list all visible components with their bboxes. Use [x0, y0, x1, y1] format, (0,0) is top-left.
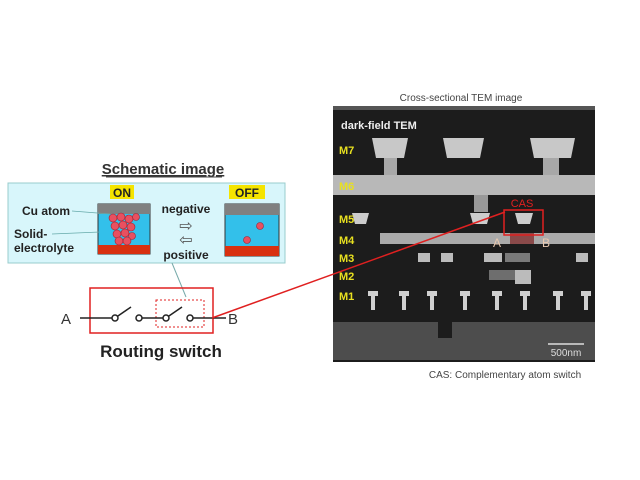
- layer-m2: M2: [339, 271, 354, 283]
- layer-m6: M6: [339, 181, 354, 193]
- cu-atom-label: Cu atom: [22, 204, 70, 218]
- dark-field-label: dark-field TEM: [341, 120, 417, 132]
- electrolyte-leader: [51, 231, 101, 235]
- cas-label: CAS: [511, 198, 534, 210]
- off-label-bg: [229, 185, 265, 199]
- schematic-title: Schematic image: [102, 161, 225, 178]
- callout-pointer: [171, 262, 187, 298]
- switch-circuit: [80, 306, 226, 322]
- layer-m7: M7: [339, 145, 354, 157]
- off-cell: [224, 203, 280, 257]
- tem-terminal-b: B: [542, 236, 550, 250]
- arrow-right-icon: ⇨: [179, 218, 192, 235]
- layer-m4: M4: [339, 235, 355, 247]
- layer-m1: M1: [339, 291, 354, 303]
- terminal-b-label: B: [228, 311, 238, 328]
- cu-atom-leader: [71, 210, 111, 215]
- on-label-bg: [110, 185, 134, 199]
- routing-switch-box: [89, 287, 214, 334]
- tem-image: [333, 106, 595, 362]
- cas-box: [503, 209, 544, 236]
- on-cell: [97, 203, 151, 255]
- tem-caption: Cross-sectional TEM image: [400, 93, 523, 104]
- on-label: ON: [113, 186, 131, 200]
- layer-m5: M5: [339, 214, 354, 226]
- cas-dashed-box: [155, 299, 205, 328]
- layer-m3: M3: [339, 253, 354, 265]
- scale-bar-label: 500nm: [551, 348, 582, 359]
- off-label: OFF: [235, 186, 259, 200]
- cu-filament: [108, 212, 140, 246]
- positive-label: positive: [163, 248, 209, 262]
- solid-label: Solid-: [14, 227, 47, 241]
- terminal-a-label: A: [61, 311, 71, 328]
- tem-terminal-a: A: [493, 236, 501, 250]
- connector-line: [211, 211, 506, 319]
- arrow-left-icon: ⇦: [179, 232, 192, 249]
- electrolyte-label: electrolyte: [14, 241, 74, 255]
- cas-footnote: CAS: Complementary atom switch: [429, 370, 581, 381]
- negative-label: negative: [162, 202, 211, 216]
- routing-switch-title: Routing switch: [100, 342, 222, 361]
